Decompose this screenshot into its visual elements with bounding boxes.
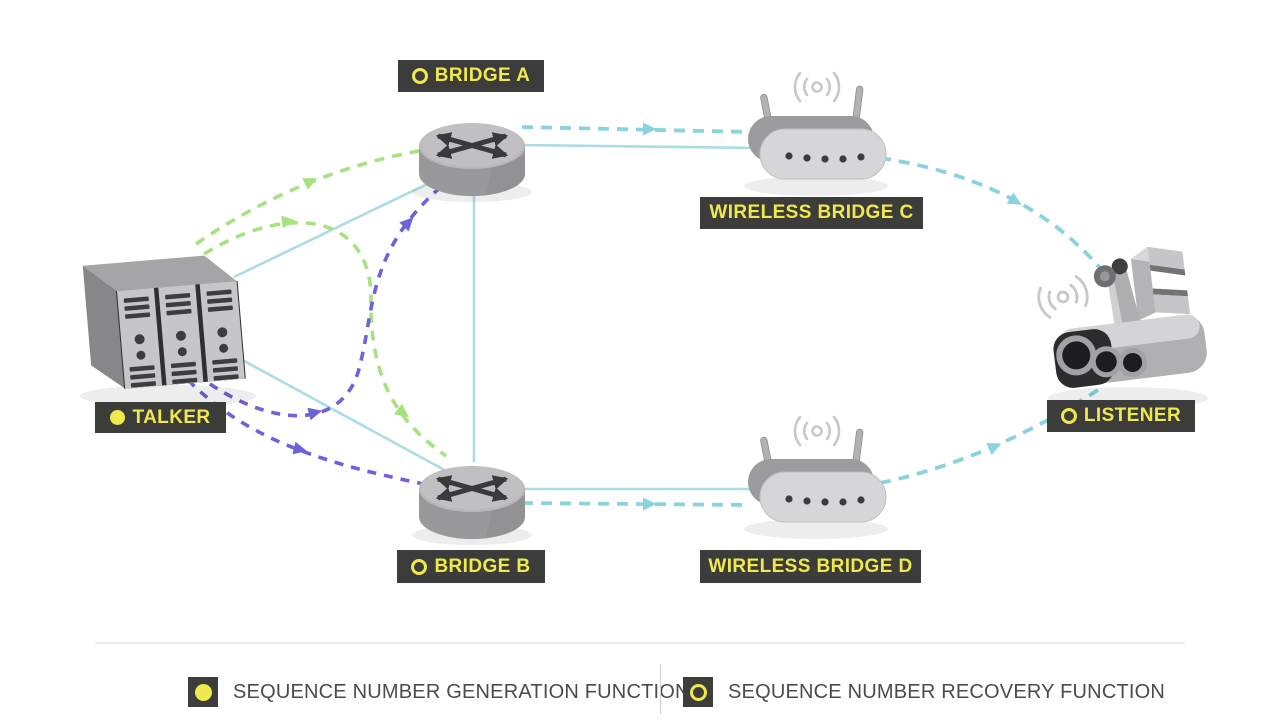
router-b-device [412,466,532,545]
router-a-device [412,123,532,202]
cyan-arrowhead [1006,192,1025,211]
legend-item-recovery: SEQUENCE NUMBER RECOVERY FUNCTION [683,677,1165,707]
ring-circle-icon [689,683,707,701]
wifi-waves-icon [793,71,841,103]
wifi-waves-icon [793,415,841,447]
purple-arrowhead [307,404,324,421]
cyan-arrowhead [643,497,657,511]
cyan-arrowhead [986,437,1004,455]
legend-item-generation: SEQUENCE NUMBER GENERATION FUNCTION [188,677,690,707]
cyan-path-bridge-b-wireless-d [521,501,751,507]
ring-circle-icon [411,68,428,84]
bridge-a-label-text: BRIDGE A [434,65,531,86]
legend-recovery-text: SEQUENCE NUMBER RECOVERY FUNCTION [728,680,1166,703]
link-talker-bridge-b [234,354,451,475]
wireless-bridge-c-label: WIRELESS BRIDGE C [700,197,923,229]
green-path-talker-bridge-a [194,148,425,246]
robot-device [1033,246,1208,409]
cyan-stream-paths [521,122,1107,511]
cyan-arrowhead [642,122,657,136]
wifi-waves-icon [1033,273,1093,321]
ring-circle-icon [411,558,428,575]
wireless-bridge-d-label: WIRELESS BRIDGE D [700,550,921,583]
talker-label: TALKER [95,402,226,433]
link-bridge-a-wireless-c [519,143,763,150]
wireless-bridge-c-label-text: WIRELESS BRIDGE C [709,202,914,223]
legend-divider-line [95,642,1185,644]
purple-path-talker-bridge-a [194,183,445,418]
wireless-bridge-d-label-text: WIRELESS BRIDGE D [708,555,913,577]
filled-circle-icon [110,410,126,425]
ring-circle-icon [1060,408,1077,424]
bridge-b-label: BRIDGE B [397,550,545,583]
bridge-b-label-text: BRIDGE B [434,555,531,577]
wireless-ap-c-device [743,71,889,197]
talker-label-text: TALKER [132,406,211,428]
legend-swatch-filled [188,677,218,707]
purple-arrowhead [292,441,309,458]
cyan-path-bridge-a-wireless-c [521,125,751,134]
wireless-ap-d-device [743,415,889,540]
filled-circle-icon [194,683,212,701]
green-path-talker-bridge-b [203,220,448,458]
listener-label: LISTENER [1047,400,1195,432]
server-stack-device [80,255,256,407]
bridge-a-label: BRIDGE A [398,60,544,92]
legend-generation-text: SEQUENCE NUMBER GENERATION FUNCTION [233,680,690,703]
listener-label-text: LISTENER [1083,405,1182,426]
purple-stream-paths [186,183,445,486]
legend-vertical-divider [660,664,661,714]
green-stream-paths [194,148,448,458]
green-arrowhead [302,172,320,190]
legend-swatch-ring [683,677,713,707]
